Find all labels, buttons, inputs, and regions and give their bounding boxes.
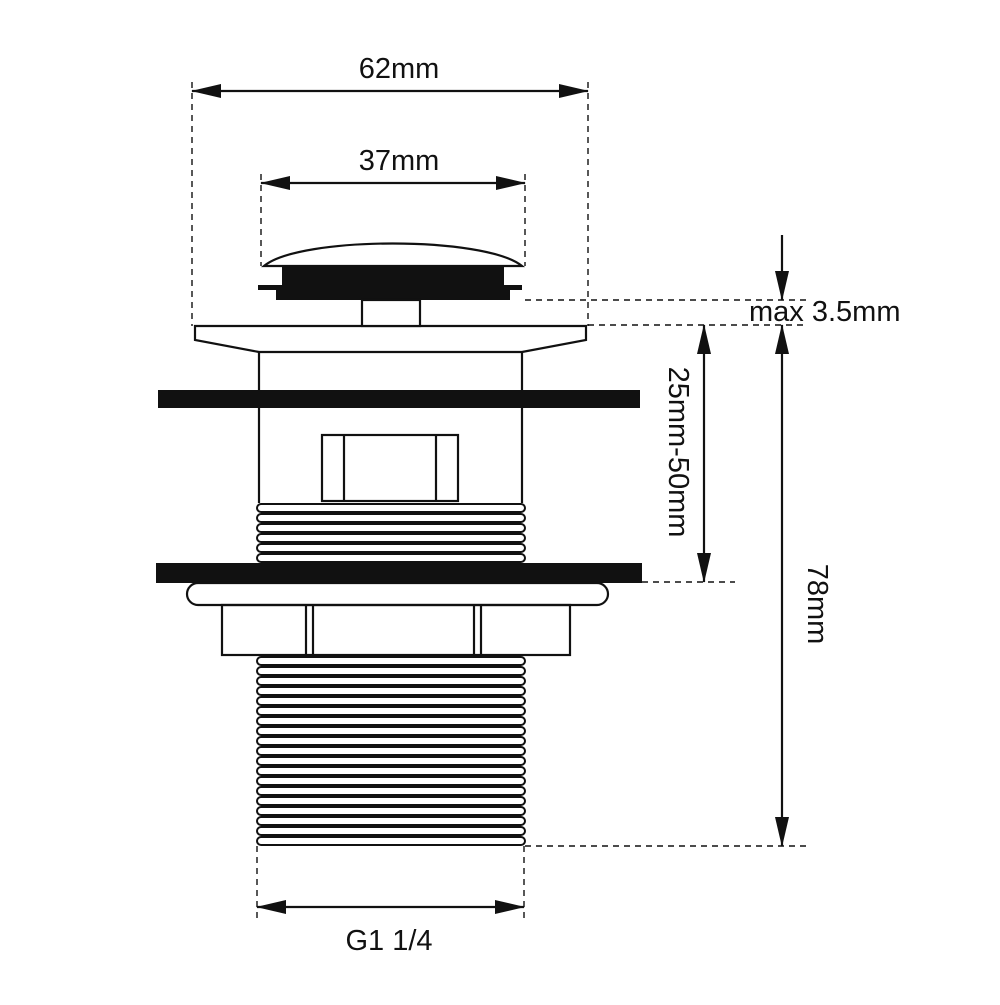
thread-ridge <box>256 756 526 766</box>
thread-ridge <box>256 676 526 686</box>
thread-ridge <box>256 503 526 513</box>
thread-ridge <box>256 656 526 666</box>
dimension-arrows <box>191 84 789 914</box>
upper-thread-section <box>256 503 526 563</box>
thread-ridge <box>256 816 526 826</box>
label-cap-width: 37mm <box>359 145 440 177</box>
thread-ridge <box>256 696 526 706</box>
washer <box>185 581 610 607</box>
thread-ridge <box>256 736 526 746</box>
thread-ridge <box>256 533 526 543</box>
body-window <box>320 433 460 503</box>
label-total-height: 78mm <box>801 564 833 645</box>
thread-ridge <box>256 826 526 836</box>
thread-ridge <box>256 543 526 553</box>
cap-dome <box>260 242 526 268</box>
thread-ridge <box>256 716 526 726</box>
cap-seal <box>282 266 504 286</box>
thread-ridge <box>256 766 526 776</box>
waste-body <box>193 324 588 503</box>
basin-top-surface <box>158 390 640 408</box>
thread-ridge <box>256 726 526 736</box>
label-overall-width: 62mm <box>359 53 440 85</box>
thread-ridge <box>256 776 526 786</box>
extension-lines <box>191 82 808 918</box>
popup-cap <box>258 242 526 328</box>
top-flange <box>193 324 588 354</box>
basin-bottom-surface <box>156 563 642 583</box>
lower-thread-section <box>256 656 526 846</box>
back-nut <box>220 603 572 657</box>
thread-ridge <box>256 553 526 563</box>
label-thread-size: G1 1/4 <box>345 925 432 957</box>
thread-ridge <box>256 666 526 676</box>
thread-ridge <box>256 523 526 533</box>
thread-ridge <box>256 806 526 816</box>
cap-stem <box>360 298 422 328</box>
thread-ridge <box>256 786 526 796</box>
thread-ridge <box>256 513 526 523</box>
thread-ridge <box>256 836 526 846</box>
label-basin-thickness: 25mm-50mm <box>662 367 694 538</box>
thread-ridge <box>256 706 526 716</box>
thread-ridge <box>256 746 526 756</box>
label-cap-clearance: max 3.5mm <box>749 296 900 328</box>
thread-ridge <box>256 796 526 806</box>
thread-ridge <box>256 686 526 696</box>
cap-lip <box>258 285 522 290</box>
